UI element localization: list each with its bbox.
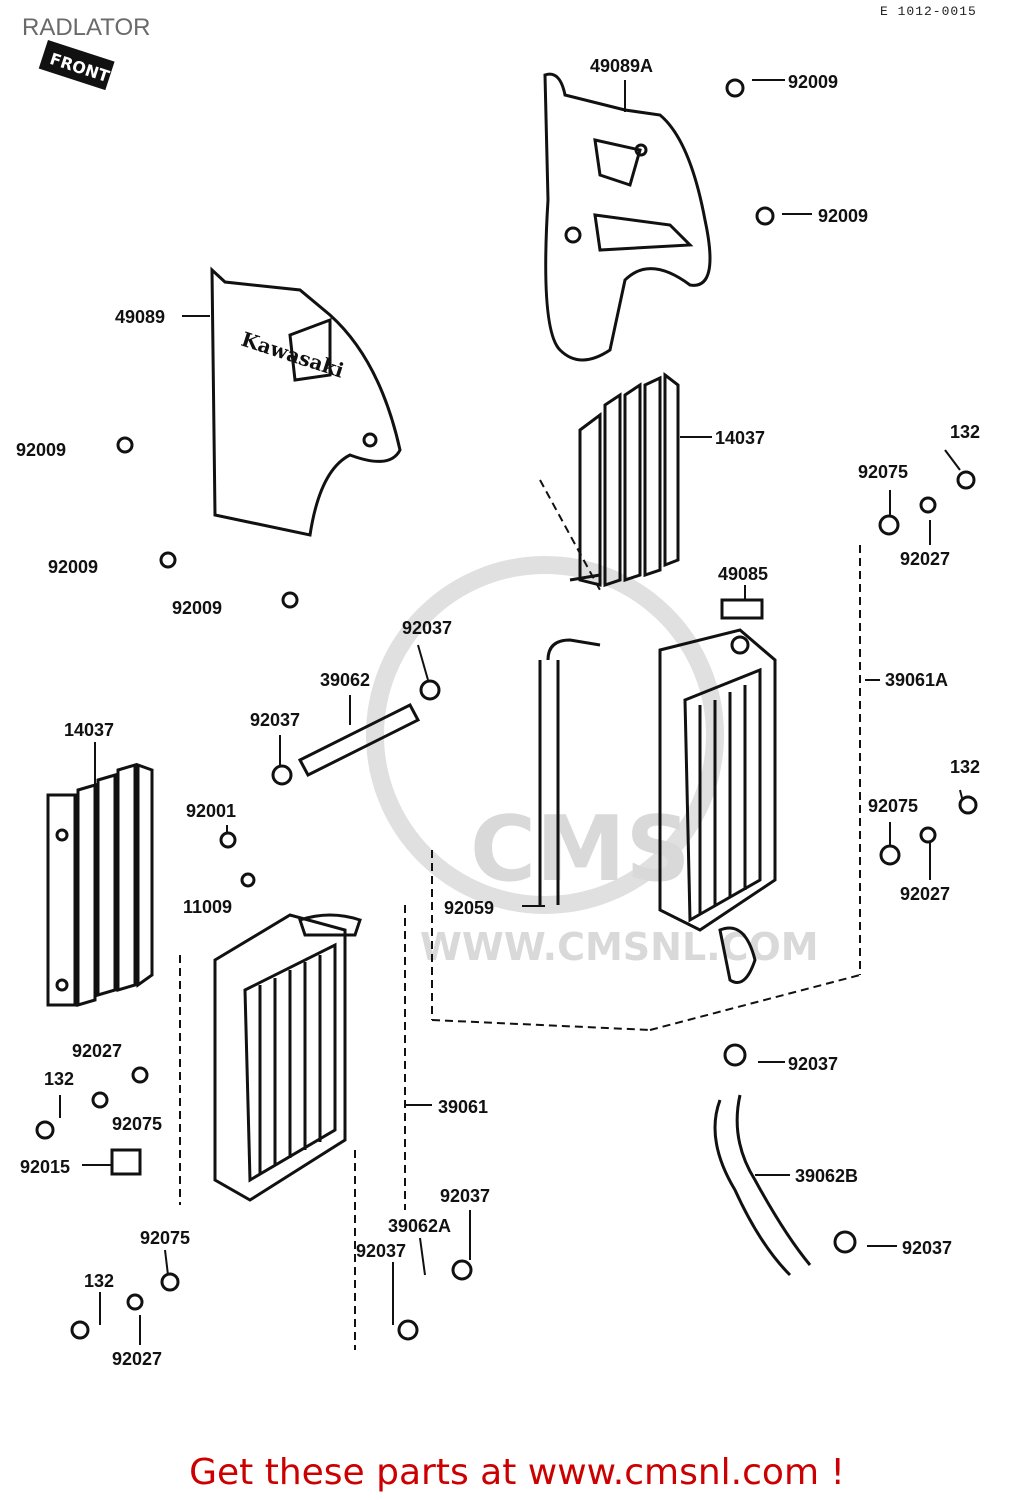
lower-grille <box>46 762 154 1008</box>
right-radiator <box>658 628 777 984</box>
label-49089A: 49089A <box>590 56 653 76</box>
reference-lines <box>179 479 861 1350</box>
label-39061A: 39061A <box>885 670 948 690</box>
label-92037-e: 92037 <box>356 1241 406 1261</box>
watermark-logo: CMS <box>470 797 690 902</box>
collar-92075-b <box>879 844 901 866</box>
bolt-92009-a <box>725 78 745 98</box>
label-92075-d: 92075 <box>140 1228 190 1248</box>
bolt-132-a <box>956 470 976 490</box>
clamp-92037-e <box>451 1259 473 1281</box>
label-92009-d: 92009 <box>48 557 98 577</box>
bolt-92009-e <box>281 591 299 609</box>
grommet-92027-c <box>91 1091 109 1109</box>
label-49089: 49089 <box>115 307 165 327</box>
front-tag: FRONT <box>38 40 115 91</box>
bolt-92009-d <box>159 551 177 569</box>
label-92009-a: 92009 <box>788 72 838 92</box>
label-39062A: 39062A <box>388 1216 451 1236</box>
label-132-d: 132 <box>84 1271 114 1291</box>
label-92075-b: 92075 <box>868 796 918 816</box>
label-92015: 92015 <box>20 1157 70 1177</box>
label-92037-d: 92037 <box>440 1186 490 1206</box>
collar-92075-c <box>131 1066 149 1084</box>
label-92009-b: 92009 <box>818 206 868 226</box>
fitting-92001 <box>219 831 237 849</box>
clamp-92037-d <box>833 1230 857 1254</box>
grommet-92027-d <box>126 1293 144 1311</box>
label-39062B: 39062B <box>795 1166 858 1186</box>
label-92027-d: 92027 <box>112 1349 162 1369</box>
label-92009-e: 92009 <box>172 598 222 618</box>
parts-diagram: CMS WWW.CMSNL.COM FRONT Kawasaki <box>16 40 980 1369</box>
label-92037-b: 92037 <box>250 710 300 730</box>
bolt-92009-b <box>755 206 775 226</box>
label-49085: 49085 <box>718 564 768 584</box>
hose-39062 <box>297 703 421 777</box>
label-132-b: 132 <box>950 757 980 777</box>
left-radiator <box>213 913 362 1202</box>
label-92075-a: 92075 <box>858 462 908 482</box>
hose-39062B <box>713 1094 812 1277</box>
collar-92075-d <box>160 1272 180 1292</box>
fasteners <box>35 78 978 1341</box>
page-title: RADLATOR <box>22 14 151 41</box>
diagram-reference-code: E 1012-0015 <box>880 4 977 19</box>
bolt-132-d <box>70 1320 90 1340</box>
clamp-92037-f <box>397 1319 419 1341</box>
label-92027-b: 92027 <box>900 884 950 904</box>
bolt-132-b <box>958 795 978 815</box>
label-39061: 39061 <box>438 1097 488 1117</box>
breather-tube-92059 <box>538 638 601 905</box>
clamp-92037-c <box>723 1043 747 1067</box>
label-92037-c: 92037 <box>788 1054 838 1074</box>
bolt-92009-c <box>116 436 134 454</box>
label-92037-f: 92037 <box>902 1238 952 1258</box>
cap-49085 <box>720 598 764 620</box>
leader-lines <box>59 79 966 1345</box>
label-92027-c: 92027 <box>72 1041 122 1061</box>
clamp-92037-b <box>271 764 293 786</box>
label-11009: 11009 <box>183 897 232 917</box>
label-92009-c: 92009 <box>16 440 66 460</box>
footer-link[interactable]: Get these parts at www.cmsnl.com ! <box>189 1452 845 1493</box>
label-39062: 39062 <box>320 670 370 690</box>
clamp-92037-a <box>419 679 441 701</box>
label-92027-a: 92027 <box>900 549 950 569</box>
grommet-92027-a <box>919 496 937 514</box>
label-92075-c: 92075 <box>112 1114 162 1134</box>
left-shroud: Kawasaki <box>210 266 402 537</box>
bolt-132-c <box>35 1120 55 1140</box>
right-shroud <box>543 72 712 362</box>
part-labels: 49089A 92009 92009 49089 92009 92009 920… <box>16 56 980 1369</box>
grommet-92027-b <box>919 826 937 844</box>
label-14037-b: 14037 <box>64 720 114 740</box>
label-132-c: 132 <box>44 1069 74 1089</box>
bracket-92015 <box>110 1148 142 1176</box>
collar-92075-a <box>878 514 900 536</box>
hoses <box>297 638 812 1277</box>
upper-grille <box>569 371 680 588</box>
label-92037-a: 92037 <box>402 618 452 638</box>
label-92001: 92001 <box>186 801 236 821</box>
label-132-a: 132 <box>950 422 980 442</box>
watermark-url: WWW.CMSNL.COM <box>420 925 819 969</box>
bolt-11009 <box>240 872 256 888</box>
label-92059: 92059 <box>444 898 494 918</box>
label-14037-a: 14037 <box>715 428 765 448</box>
